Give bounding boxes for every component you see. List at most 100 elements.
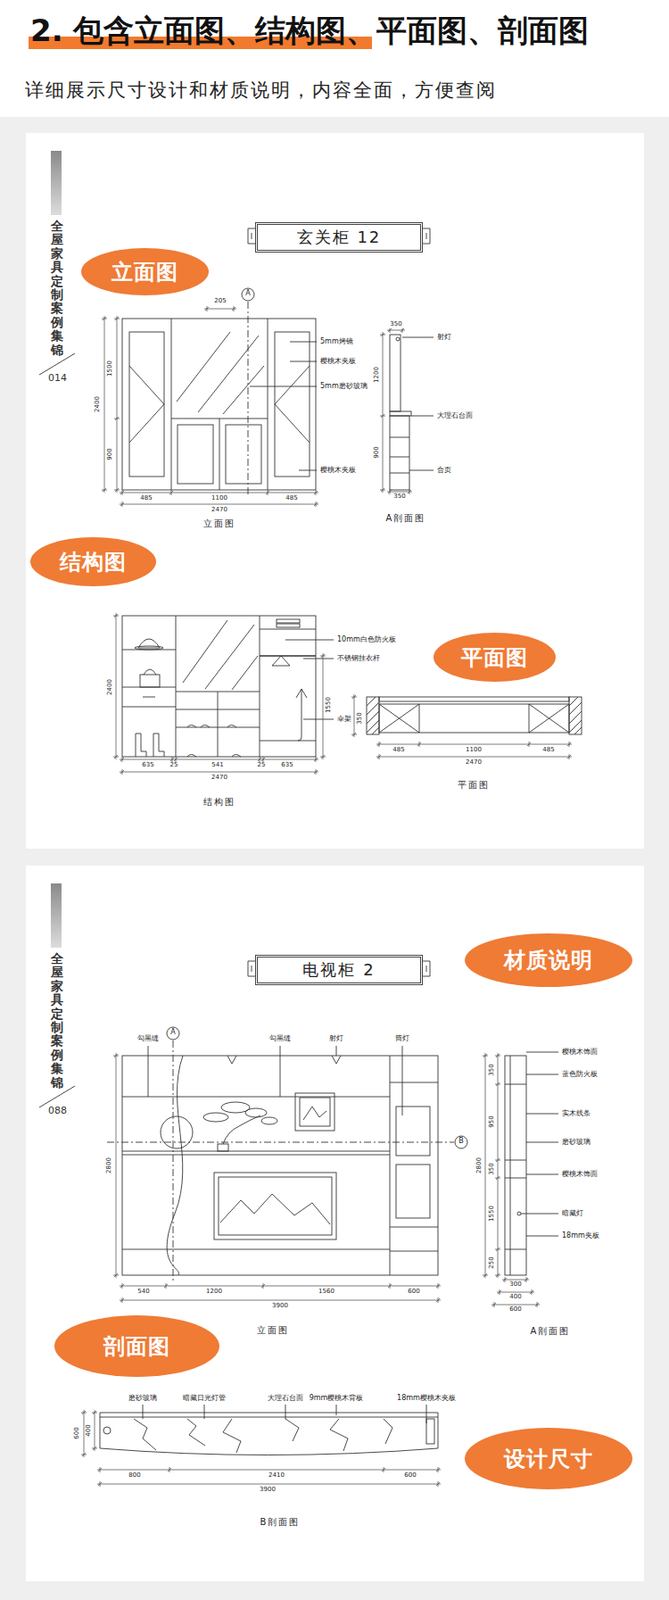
dimension-line — [114, 489, 120, 491]
dimension-line — [122, 1296, 124, 1303]
dimension-line — [495, 1159, 501, 1161]
drawing-caption: A剖面图 — [529, 1325, 572, 1336]
dimension-line — [379, 334, 386, 336]
dimension-line — [257, 757, 262, 761]
dimension-line — [113, 1274, 119, 1276]
dimension-value: 400 — [85, 1422, 93, 1437]
dimension-line — [206, 305, 208, 312]
dimension-line — [379, 415, 386, 417]
dimension-line — [529, 1289, 534, 1294]
dimension-line — [114, 1053, 118, 1058]
dimension-value: 1560 — [317, 1288, 336, 1296]
callout-label: 射灯 — [328, 1034, 345, 1043]
dimension-value: 485 — [541, 746, 555, 754]
dimension-line — [92, 1410, 97, 1414]
dimension-line — [499, 1288, 501, 1295]
dimension-line — [495, 1053, 500, 1058]
dimension-line — [122, 489, 124, 496]
dimension-line — [485, 1052, 487, 1278]
dimension-value: 635 — [280, 761, 294, 769]
dimension-value: 800 — [127, 1471, 141, 1479]
dimension-line — [503, 1277, 507, 1281]
dimension-value: 1100 — [464, 746, 483, 754]
dimension-line — [409, 488, 411, 495]
dimension-line — [114, 754, 118, 759]
box-title: 玄关柜 12 — [297, 226, 382, 248]
callout-label: 9mm樱桃木背板 — [308, 1394, 365, 1403]
dimension-line — [377, 742, 381, 746]
dimension-value: 1550 — [488, 1204, 496, 1223]
dimension-line — [169, 1466, 171, 1472]
vertical-label: 全屋家具定制案例集锦 — [50, 219, 64, 357]
dimension-line — [115, 612, 117, 760]
dimension-line — [531, 1288, 533, 1295]
callout-label: 磨砂玻璃 — [127, 1394, 158, 1403]
dimension-value: 2470 — [210, 506, 229, 514]
dimension-line — [313, 502, 318, 506]
dimension-line — [497, 1289, 502, 1294]
dimension-line — [171, 489, 173, 496]
callout-label: 勾黑缝 — [136, 1034, 160, 1043]
dimension-line — [526, 1276, 528, 1282]
dimension-line — [98, 1481, 102, 1486]
dimension-line — [261, 757, 265, 761]
dimension-line — [120, 1283, 124, 1288]
dimension-line — [91, 1412, 98, 1413]
dimension-line — [81, 1412, 87, 1413]
catalog-panel: 全屋家具定制案例集锦088电视柜 2材质说明剖面图设计尺寸 — [25, 865, 645, 1581]
dimension-line — [119, 1299, 441, 1301]
dimension-line — [113, 756, 119, 758]
tag-text: 材质说明 — [503, 945, 594, 975]
tag-text: 设计尺寸 — [503, 1444, 594, 1473]
title-box: 玄关柜 12 — [255, 222, 423, 253]
dimension-line — [527, 742, 531, 746]
dimension-line — [383, 1466, 385, 1472]
subtitle: 详细展示尺寸设计和材质说明，内容全面，方便查阅 — [24, 80, 498, 101]
dimension-value: 3900 — [258, 1486, 277, 1494]
dimension-value: 300 — [508, 1280, 522, 1289]
dimension-line — [379, 753, 380, 760]
dimension-line — [313, 757, 318, 761]
dimension-value: 900 — [373, 445, 381, 459]
orange-tag: 平面图 — [433, 632, 556, 682]
dimension-line — [482, 1055, 488, 1057]
dimension-line — [502, 1279, 529, 1281]
drawing-caption: 平面图 — [456, 779, 491, 790]
side-bar — [50, 150, 62, 215]
dimension-line — [535, 1302, 539, 1306]
dimension-line — [119, 771, 319, 773]
dimension-line — [115, 487, 119, 492]
dimension-line — [496, 1291, 535, 1293]
dimension-line — [115, 1052, 117, 1278]
dimension-value: 1200 — [205, 1288, 223, 1296]
dimension-line — [436, 1297, 440, 1302]
dimension-value: 600 — [403, 1471, 417, 1479]
dimension-line — [380, 413, 385, 418]
callout-label: 18mm夹板 — [561, 1231, 601, 1240]
dimension-value: 2470 — [464, 759, 483, 767]
dimension-line — [315, 501, 317, 507]
callout-label: 不锈钢挂衣杆 — [336, 654, 381, 663]
dimension-line — [120, 490, 124, 495]
dimension-line — [119, 1285, 441, 1287]
orange-tag: 立面图 — [81, 247, 209, 296]
dimension-value: 485 — [391, 746, 405, 754]
dimension-line — [419, 741, 421, 747]
orange-tag: 结构图 — [30, 536, 157, 587]
dimension-line — [437, 1296, 439, 1303]
dimension-line — [495, 1274, 501, 1276]
vertical-label: 全屋家具定制案例集锦 — [50, 951, 64, 1090]
page-number: 014 — [48, 372, 67, 384]
dimension-line — [97, 1469, 441, 1471]
dimension-line — [120, 769, 124, 774]
dimension-line — [233, 305, 235, 312]
dimension-value: 25 — [256, 761, 267, 769]
dimension-line — [388, 328, 392, 332]
dimension-line — [320, 655, 326, 657]
drawing-caption: A剖面图 — [385, 512, 428, 523]
dimension-line — [528, 741, 530, 747]
dimension-line — [354, 693, 356, 737]
dimension-line — [483, 1272, 488, 1277]
dimension-line — [231, 306, 236, 311]
